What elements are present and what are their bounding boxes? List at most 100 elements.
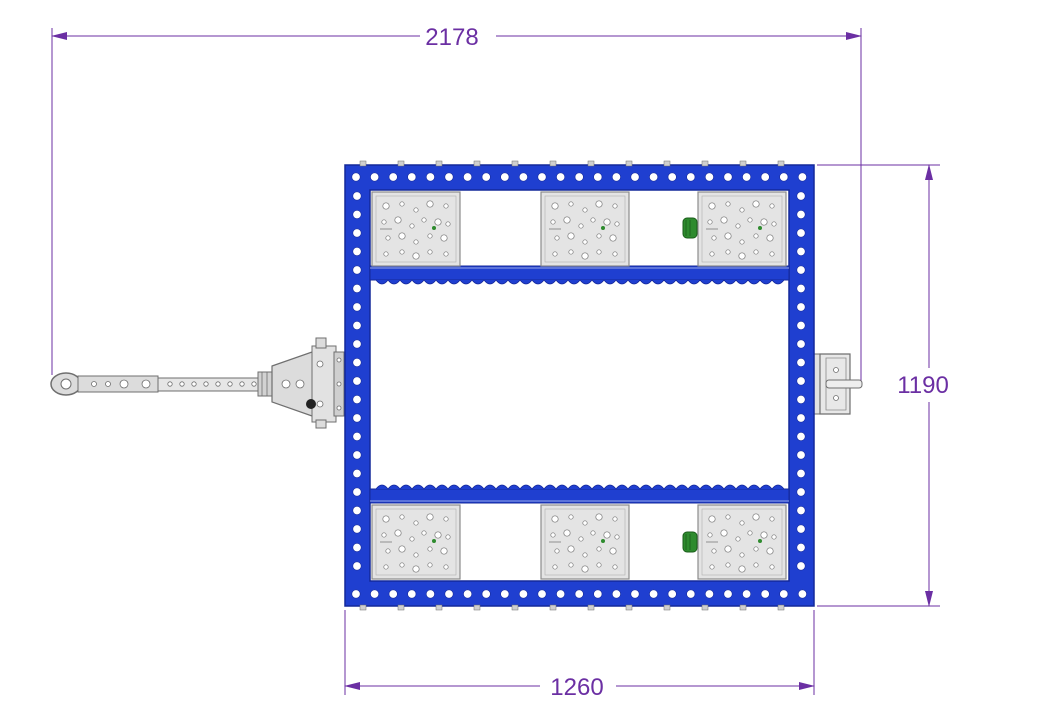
frame-bolt: [587, 160, 595, 167]
dimension-overall-length: 2178: [51, 24, 862, 51]
frame-bolt: [739, 604, 747, 611]
frame-hole: [481, 172, 491, 182]
frame-hole: [500, 589, 510, 599]
frame-hole: [796, 320, 806, 330]
frame-hole: [630, 589, 640, 599]
frame-hole: [352, 302, 362, 312]
frame-hole: [779, 589, 789, 599]
frame-hole: [796, 228, 806, 238]
frame-hole: [352, 320, 362, 330]
frame-bolt: [359, 604, 367, 611]
tow-bar-icon: [50, 337, 345, 429]
frame-bolt: [511, 604, 519, 611]
frame-hole: [630, 172, 640, 182]
frame-hole: [611, 172, 621, 182]
frame-hole: [742, 589, 752, 599]
frame-hole: [352, 339, 362, 349]
frame-hole: [796, 413, 806, 423]
frame-hole: [593, 172, 603, 182]
frame-hole: [370, 172, 380, 182]
frame-bolt: [625, 604, 633, 611]
frame-hole: [388, 172, 398, 182]
caster-plate-icon: [697, 504, 787, 580]
frame-hole: [352, 505, 362, 515]
frame-bolt: [473, 160, 481, 167]
frame-bolt: [435, 160, 443, 167]
frame-hole: [352, 413, 362, 423]
frame-hole: [760, 172, 770, 182]
caster-plate-icon: [540, 504, 630, 580]
frame-hole: [796, 283, 806, 293]
frame-hole: [370, 589, 380, 599]
frame-hole: [797, 172, 807, 182]
frame-hole: [352, 394, 362, 404]
frame-hole: [611, 589, 621, 599]
frame-hole: [352, 542, 362, 552]
frame-hole: [352, 561, 362, 571]
frame-hole: [444, 172, 454, 182]
frame-hole: [796, 487, 806, 497]
frame-bolt: [663, 604, 671, 611]
frame-hole: [742, 172, 752, 182]
frame-hole: [796, 339, 806, 349]
dimension-label-overall-length: 2178: [425, 24, 478, 51]
dimension-label-height: 1190: [897, 372, 949, 399]
caster-plate-icon: [371, 191, 461, 267]
frame-hole: [518, 172, 528, 182]
frame-hole: [704, 172, 714, 182]
cart-frame: [344, 160, 815, 611]
frame-hole: [796, 265, 806, 275]
frame-hole: [796, 210, 806, 220]
frame-hole: [796, 468, 806, 478]
frame-hole: [796, 450, 806, 460]
frame-hole: [796, 505, 806, 515]
frame-bolt: [625, 160, 633, 167]
frame-bolt: [777, 604, 785, 611]
frame-hole: [796, 191, 806, 201]
frame-bolt: [739, 160, 747, 167]
caster-plate-icon: [540, 191, 630, 267]
frame-hole: [649, 589, 659, 599]
frame-hole: [796, 542, 806, 552]
frame-hole: [796, 357, 806, 367]
frame-bolt: [701, 604, 709, 611]
frame-hole: [407, 172, 417, 182]
frame-bolt: [397, 160, 405, 167]
frame-hole: [796, 302, 806, 312]
frame-hole: [593, 589, 603, 599]
frame-hole: [463, 589, 473, 599]
frame-hole: [796, 431, 806, 441]
frame-outer: [344, 164, 815, 607]
frame-hole: [352, 357, 362, 367]
caster-plate-icon: [697, 191, 787, 267]
dimension-label-frame-width: 1260: [550, 674, 603, 701]
frame-hole: [351, 589, 361, 599]
frame-holes: [351, 160, 807, 611]
frame-hole: [779, 172, 789, 182]
frame-hole: [537, 589, 547, 599]
frame-bolt: [397, 604, 405, 611]
frame-bolt: [435, 604, 443, 611]
extension-lines: [51, 28, 940, 695]
frame-hole: [667, 172, 677, 182]
frame-hole: [407, 589, 417, 599]
frame-bolt: [511, 160, 519, 167]
frame-hole: [352, 524, 362, 534]
frame-hole: [352, 228, 362, 238]
frame-hole: [796, 247, 806, 257]
frame-bolt: [473, 604, 481, 611]
frame-bolt: [359, 160, 367, 167]
frame-hole: [352, 487, 362, 497]
frame-hole: [796, 524, 806, 534]
frame-hole: [796, 394, 806, 404]
frame-hole: [556, 172, 566, 182]
frame-hole: [518, 589, 528, 599]
frame-hole: [481, 589, 491, 599]
dimension-frame-width: 1260: [344, 674, 815, 701]
wheel-icon: [682, 531, 698, 553]
frame-hole: [444, 589, 454, 599]
frame-bolt: [549, 604, 557, 611]
frame-hole: [723, 589, 733, 599]
frame-hole: [352, 191, 362, 201]
